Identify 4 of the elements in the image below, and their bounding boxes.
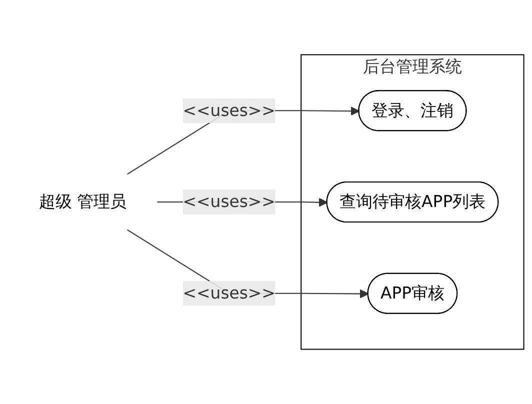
edge-label: <<uses>> <box>182 283 276 303</box>
edge-label: <<uses>> <box>182 100 276 120</box>
edge-label: <<uses>> <box>182 192 276 212</box>
node-text: 超级 管理员 <box>39 192 126 212</box>
